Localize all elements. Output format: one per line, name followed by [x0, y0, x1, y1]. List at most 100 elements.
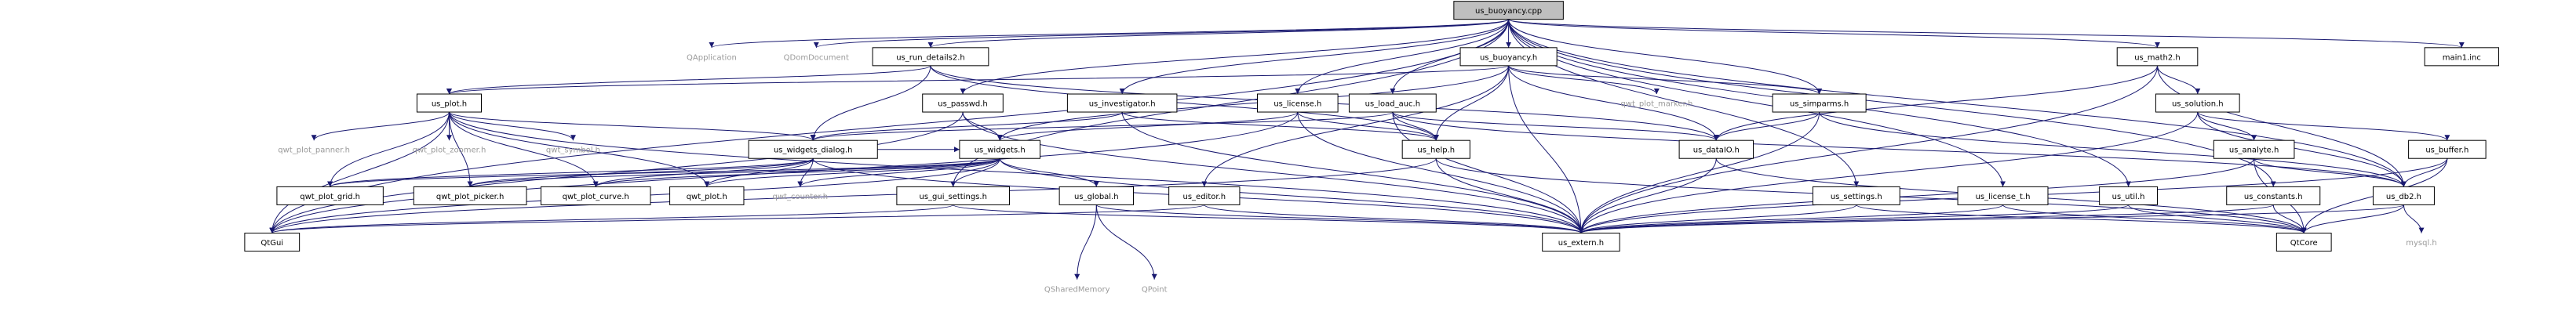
- node-us_buoyancy_h[interactable]: us_buoyancy.h: [1459, 47, 1558, 67]
- edge-us_widgets_dialog_h-to-qwt_plot_curve_h: [592, 157, 814, 187]
- node-box-us_passwd_h[interactable]: [922, 93, 1004, 113]
- node-us_widgets_h[interactable]: us_widgets.h: [959, 139, 1041, 159]
- edge-us_editor_h-to-us_extern_h: [1204, 204, 1584, 234]
- edge-us_buoyancy_cpp-to-us_passwd_h: [960, 19, 1510, 95]
- node-box-us_gui_settings_h[interactable]: [896, 186, 1011, 205]
- node-us_global_h[interactable]: us_global.h: [1058, 186, 1135, 205]
- node-us_extern_h[interactable]: us_extern.h: [1542, 233, 1620, 252]
- node-qwt_plot_grid_h[interactable]: qwt_plot_grid.h: [276, 186, 384, 205]
- edge-us_buoyancy_h-to-us_editor_h: [1201, 65, 1510, 187]
- node-box-us_buoyancy_cpp[interactable]: [1453, 1, 1564, 20]
- node-us_simparms_h[interactable]: us_simparms.h: [1772, 93, 1867, 113]
- node-us_math2_h[interactable]: us_math2.h: [2116, 47, 2199, 67]
- node-box-us_constants_h[interactable]: [2226, 186, 2321, 205]
- node-box-us_db2_h[interactable]: [2372, 186, 2435, 205]
- node-us_buoyancy_cpp[interactable]: us_buoyancy.cpp: [1453, 1, 1564, 20]
- node-us_plot_h[interactable]: us_plot.h: [416, 93, 483, 113]
- edge-us_buoyancy_h-to-us_plot_h: [446, 65, 1510, 95]
- node-us_investigator_h[interactable]: us_investigator.h: [1066, 93, 1178, 113]
- node-box-qwt_plot_curve_h[interactable]: [540, 186, 651, 205]
- node-box-us_license_h[interactable]: [1257, 93, 1339, 113]
- node-qwt_plot_zoomer_h: qwt_plot_zoomer.h: [413, 147, 486, 155]
- node-qwt_plot_h[interactable]: qwt_plot.h: [669, 186, 745, 205]
- node-label-qwt_plot_marker_h: qwt_plot_marker.h: [1620, 100, 1692, 109]
- node-label-main1_inc: main1.inc: [2443, 53, 2481, 62]
- node-box-us_help_h[interactable]: [1401, 139, 1470, 159]
- node-label-qwt_plot_h: qwt_plot.h: [687, 193, 727, 201]
- node-box-us_editor_h[interactable]: [1168, 186, 1241, 205]
- node-box-us_load_auc_h[interactable]: [1348, 93, 1437, 113]
- node-qwt_counter_h: qwt_counter.h: [773, 193, 829, 201]
- node-box-qwt_plot_h[interactable]: [669, 186, 745, 205]
- node-label-qwt_plot_panner_h: qwt_plot_panner.h: [278, 147, 350, 155]
- node-us_load_auc_h[interactable]: us_load_auc.h: [1348, 93, 1437, 113]
- edge-us_buoyancy_cpp-to-us_license_h: [1295, 19, 1510, 95]
- node-box-us_run_details2_h[interactable]: [872, 47, 989, 67]
- node-us_passwd_h[interactable]: us_passwd.h: [922, 93, 1004, 113]
- node-label-us_help_h: us_help.h: [1417, 147, 1455, 155]
- node-label-qwt_plot_zoomer_h: qwt_plot_zoomer.h: [413, 147, 486, 155]
- edge-us_util_h-to-QtCore: [2128, 204, 2307, 233]
- node-us_settings_h[interactable]: us_settings.h: [1812, 186, 1900, 205]
- node-qwt_symbol_h: qwt_symbol.h: [546, 147, 600, 155]
- node-us_analyte_h[interactable]: us_analyte.h: [2213, 139, 2295, 159]
- node-QtGui[interactable]: QtGui: [244, 233, 301, 252]
- node-label-us_settings_h: us_settings.h: [1831, 193, 1882, 201]
- node-box-us_math2_h[interactable]: [2116, 47, 2199, 67]
- node-box-qwt_plot_grid_h[interactable]: [276, 186, 384, 205]
- edge-us_db2_h-to-us_extern_h: [1578, 204, 2404, 234]
- node-box-us_global_h[interactable]: [1058, 186, 1135, 205]
- node-box-us_buoyancy_h[interactable]: [1459, 47, 1558, 67]
- node-us_run_details2_h[interactable]: us_run_details2.h: [872, 47, 989, 67]
- node-us_dataIO_h[interactable]: us_dataIO.h: [1678, 139, 1754, 159]
- node-box-us_solution_h[interactable]: [2155, 93, 2240, 113]
- node-box-main1_inc[interactable]: [2424, 47, 2500, 67]
- node-QtCore[interactable]: QtCore: [2275, 233, 2332, 252]
- node-box-us_plot_h[interactable]: [416, 93, 483, 113]
- node-box-QtGui[interactable]: [244, 233, 301, 252]
- node-qwt_plot_picker_h[interactable]: qwt_plot_picker.h: [413, 186, 527, 205]
- node-box-QtCore[interactable]: [2275, 233, 2332, 252]
- node-QPoint: QPoint: [1142, 285, 1168, 294]
- edge-us_license_h-to-us_widgets_h: [997, 111, 1299, 141]
- node-box-qwt_plot_picker_h[interactable]: [413, 186, 527, 205]
- node-label-QDomDocument: QDomDocument: [784, 53, 849, 62]
- edge-us_global_h-to-QPoint: [1095, 204, 1157, 280]
- edge-us_widgets_h-to-qwt_plot_picker_h: [467, 157, 1000, 187]
- edge-us_dataIO_h-to-us_extern_h: [1578, 158, 1717, 233]
- edge-us_math2_h-to-us_extern_h: [1578, 65, 2159, 233]
- node-box-us_util_h[interactable]: [2099, 186, 2159, 205]
- node-us_editor_h[interactable]: us_editor.h: [1168, 186, 1241, 205]
- node-us_license_h[interactable]: us_license.h: [1257, 93, 1339, 113]
- node-main1_inc[interactable]: main1.inc: [2424, 47, 2500, 67]
- node-box-us_license_t_h[interactable]: [1957, 186, 2049, 205]
- node-box-us_simparms_h[interactable]: [1772, 93, 1867, 113]
- node-box-us_dataIO_h[interactable]: [1678, 139, 1754, 159]
- node-label-us_solution_h: us_solution.h: [2172, 100, 2224, 109]
- node-us_solution_h[interactable]: us_solution.h: [2155, 93, 2240, 113]
- node-box-us_buffer_h[interactable]: [2408, 139, 2487, 159]
- node-us_help_h[interactable]: us_help.h: [1401, 139, 1470, 159]
- node-qwt_plot_curve_h[interactable]: qwt_plot_curve.h: [540, 186, 651, 205]
- node-box-us_investigator_h[interactable]: [1066, 93, 1178, 113]
- node-box-us_widgets_dialog_h[interactable]: [748, 139, 878, 159]
- node-us_license_t_h[interactable]: us_license_t.h: [1957, 186, 2049, 205]
- node-us_db2_h[interactable]: us_db2.h: [2372, 186, 2435, 205]
- node-box-us_widgets_h[interactable]: [959, 139, 1041, 159]
- node-label-us_widgets_dialog_h: us_widgets_dialog.h: [774, 147, 853, 155]
- edge-us_global_h-to-us_extern_h: [1095, 204, 1584, 234]
- node-box-us_extern_h[interactable]: [1542, 233, 1620, 252]
- edge-us_db2_h-to-QtCore: [2301, 204, 2404, 233]
- node-label-us_investigator_h: us_investigator.h: [1089, 100, 1156, 109]
- node-label-qwt_counter_h: qwt_counter.h: [773, 193, 829, 201]
- node-box-us_settings_h[interactable]: [1812, 186, 1900, 205]
- node-us_util_h[interactable]: us_util.h: [2099, 186, 2159, 205]
- node-us_gui_settings_h[interactable]: us_gui_settings.h: [896, 186, 1011, 205]
- node-box-us_analyte_h[interactable]: [2213, 139, 2295, 159]
- node-label-qwt_plot_curve_h: qwt_plot_curve.h: [563, 193, 629, 201]
- node-us_widgets_dialog_h[interactable]: us_widgets_dialog.h: [748, 139, 878, 159]
- node-us_constants_h[interactable]: us_constants.h: [2226, 186, 2321, 205]
- edge-us_investigator_h-to-us_extern_h: [1121, 112, 1584, 233]
- node-us_buffer_h[interactable]: us_buffer.h: [2408, 139, 2487, 159]
